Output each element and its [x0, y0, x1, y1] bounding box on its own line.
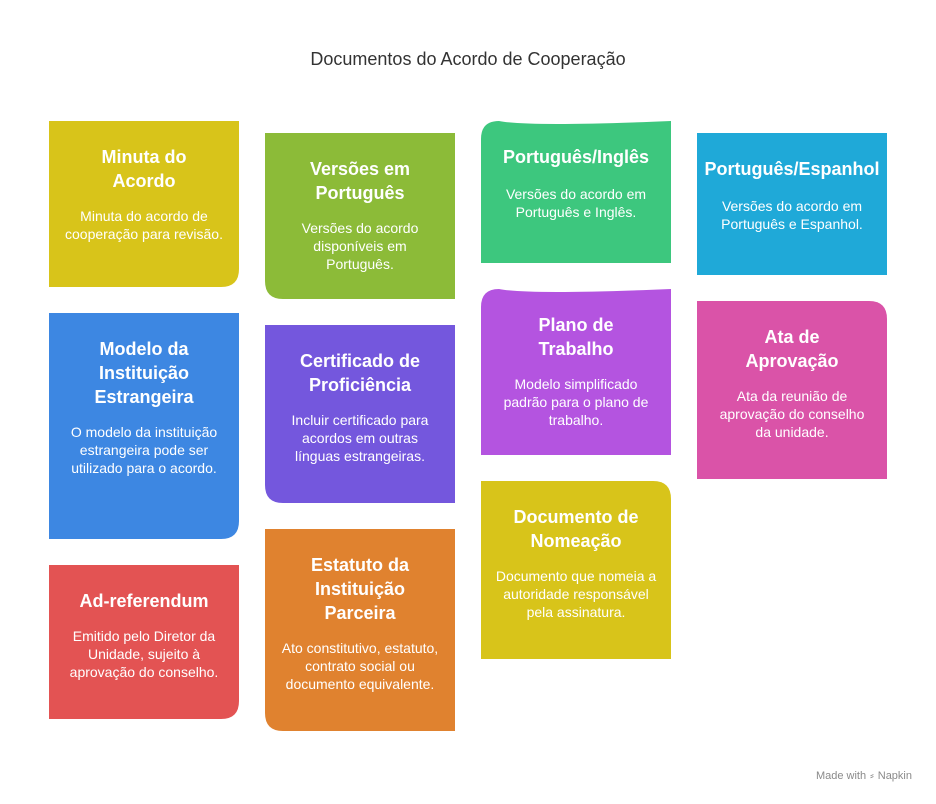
- card-description: Ata da reunião de aprovação do conselho …: [719, 388, 865, 440]
- card-title: Português/Inglês: [502, 147, 650, 167]
- card-background: [49, 565, 239, 719]
- card-title: Ata de Aprovação: [745, 327, 839, 371]
- card-shape: [265, 133, 455, 299]
- card-title: Estatuto da Instituição Parceira: [310, 555, 409, 623]
- card-title: Certificado de Proficiência: [299, 351, 421, 395]
- card-shape: [481, 121, 671, 263]
- card-shape: [49, 313, 239, 539]
- card-description: Incluir certificado para acordos em outr…: [291, 412, 429, 464]
- card-shape: [265, 325, 455, 503]
- card-shape: [481, 481, 671, 659]
- card-title: Documento de Nomeação: [513, 507, 639, 551]
- card-description: O modelo da instituição estrangeira pode…: [70, 424, 218, 476]
- card-minuta-do-acordo: Minuta do Acordo Minuta do acordo de coo…: [49, 121, 239, 287]
- card-title: Minuta do Acordo: [101, 147, 187, 191]
- card-description: Emitido pelo Diretor da Unidade, sujeito…: [69, 628, 219, 680]
- card-background: [49, 121, 239, 287]
- card-shape: [49, 565, 239, 719]
- napkin-brand-label: Napkin: [877, 770, 912, 782]
- card-title: Plano de Trabalho: [538, 315, 614, 359]
- card-description: Ato constitutivo, estatuto, contrato soc…: [281, 640, 439, 692]
- card-certificado-de-proficiencia: Certificado de Proficiência Incluir cert…: [265, 325, 455, 503]
- card-shape: [697, 301, 887, 479]
- card-shape: [697, 133, 887, 275]
- card-background: [49, 313, 239, 539]
- card-modelo-da-instituicao-estrangeira: Modelo da Instituição Estrangeira O mode…: [49, 313, 239, 539]
- card-description: Modelo simplificado padrão para o plano …: [503, 376, 649, 428]
- napkin-logo-icon: ⸗: [870, 770, 874, 782]
- card-portugues-ingles: Português/Inglês Versões do acordo em Po…: [481, 121, 671, 263]
- page-title: Documentos do Acordo de Cooperação: [310, 49, 626, 69]
- card-title: Versões em Português: [309, 159, 411, 203]
- card-documento-de-nomeacao: Documento de Nomeação Documento que nome…: [481, 481, 671, 659]
- card-description: Versões do acordo disponíveis em Portugu…: [301, 220, 419, 272]
- card-background: [481, 289, 671, 455]
- card-background: [265, 529, 455, 731]
- made-with-label: Made with: [815, 770, 867, 782]
- card-description: Versões do acordo em Português e Inglês.: [505, 186, 647, 220]
- card-ata-de-aprovacao: Ata de Aprovação Ata da reunião de aprov…: [697, 301, 887, 479]
- card-estatuto-da-instituicao-parceira: Estatuto da Instituição Parceira Ato con…: [265, 529, 455, 731]
- card-title: Português/Espanhol: [704, 159, 880, 179]
- card-background: [481, 481, 671, 659]
- card-shape: [49, 121, 239, 287]
- card-portugues-espanhol: Português/Espanhol Versões do acordo em …: [697, 133, 887, 275]
- card-description: Versões do acordo em Português e Espanho…: [721, 198, 863, 232]
- card-description: Minuta do acordo de cooperação para revi…: [65, 208, 223, 242]
- card-title: Modelo da Instituição Estrangeira: [94, 339, 194, 407]
- card-background: [697, 301, 887, 479]
- card-description: Documento que nomeia a autoridade respon…: [495, 568, 657, 620]
- card-plano-de-trabalho: Plano de Trabalho Modelo simplificado pa…: [481, 289, 671, 455]
- card-background: [481, 121, 671, 263]
- made-with-napkin-footer: Made with ⸗ Napkin: [816, 770, 912, 782]
- card-shape: [265, 529, 455, 731]
- card-background: [697, 133, 887, 275]
- card-title: Ad-referendum: [79, 591, 209, 611]
- card-versoes-em-portugues: Versões em Português Versões do acordo d…: [265, 133, 455, 299]
- card-ad-referendum: Ad-referendum Emitido pelo Diretor da Un…: [49, 565, 239, 719]
- card-background: [265, 133, 455, 299]
- card-background: [265, 325, 455, 503]
- card-shape: [481, 289, 671, 455]
